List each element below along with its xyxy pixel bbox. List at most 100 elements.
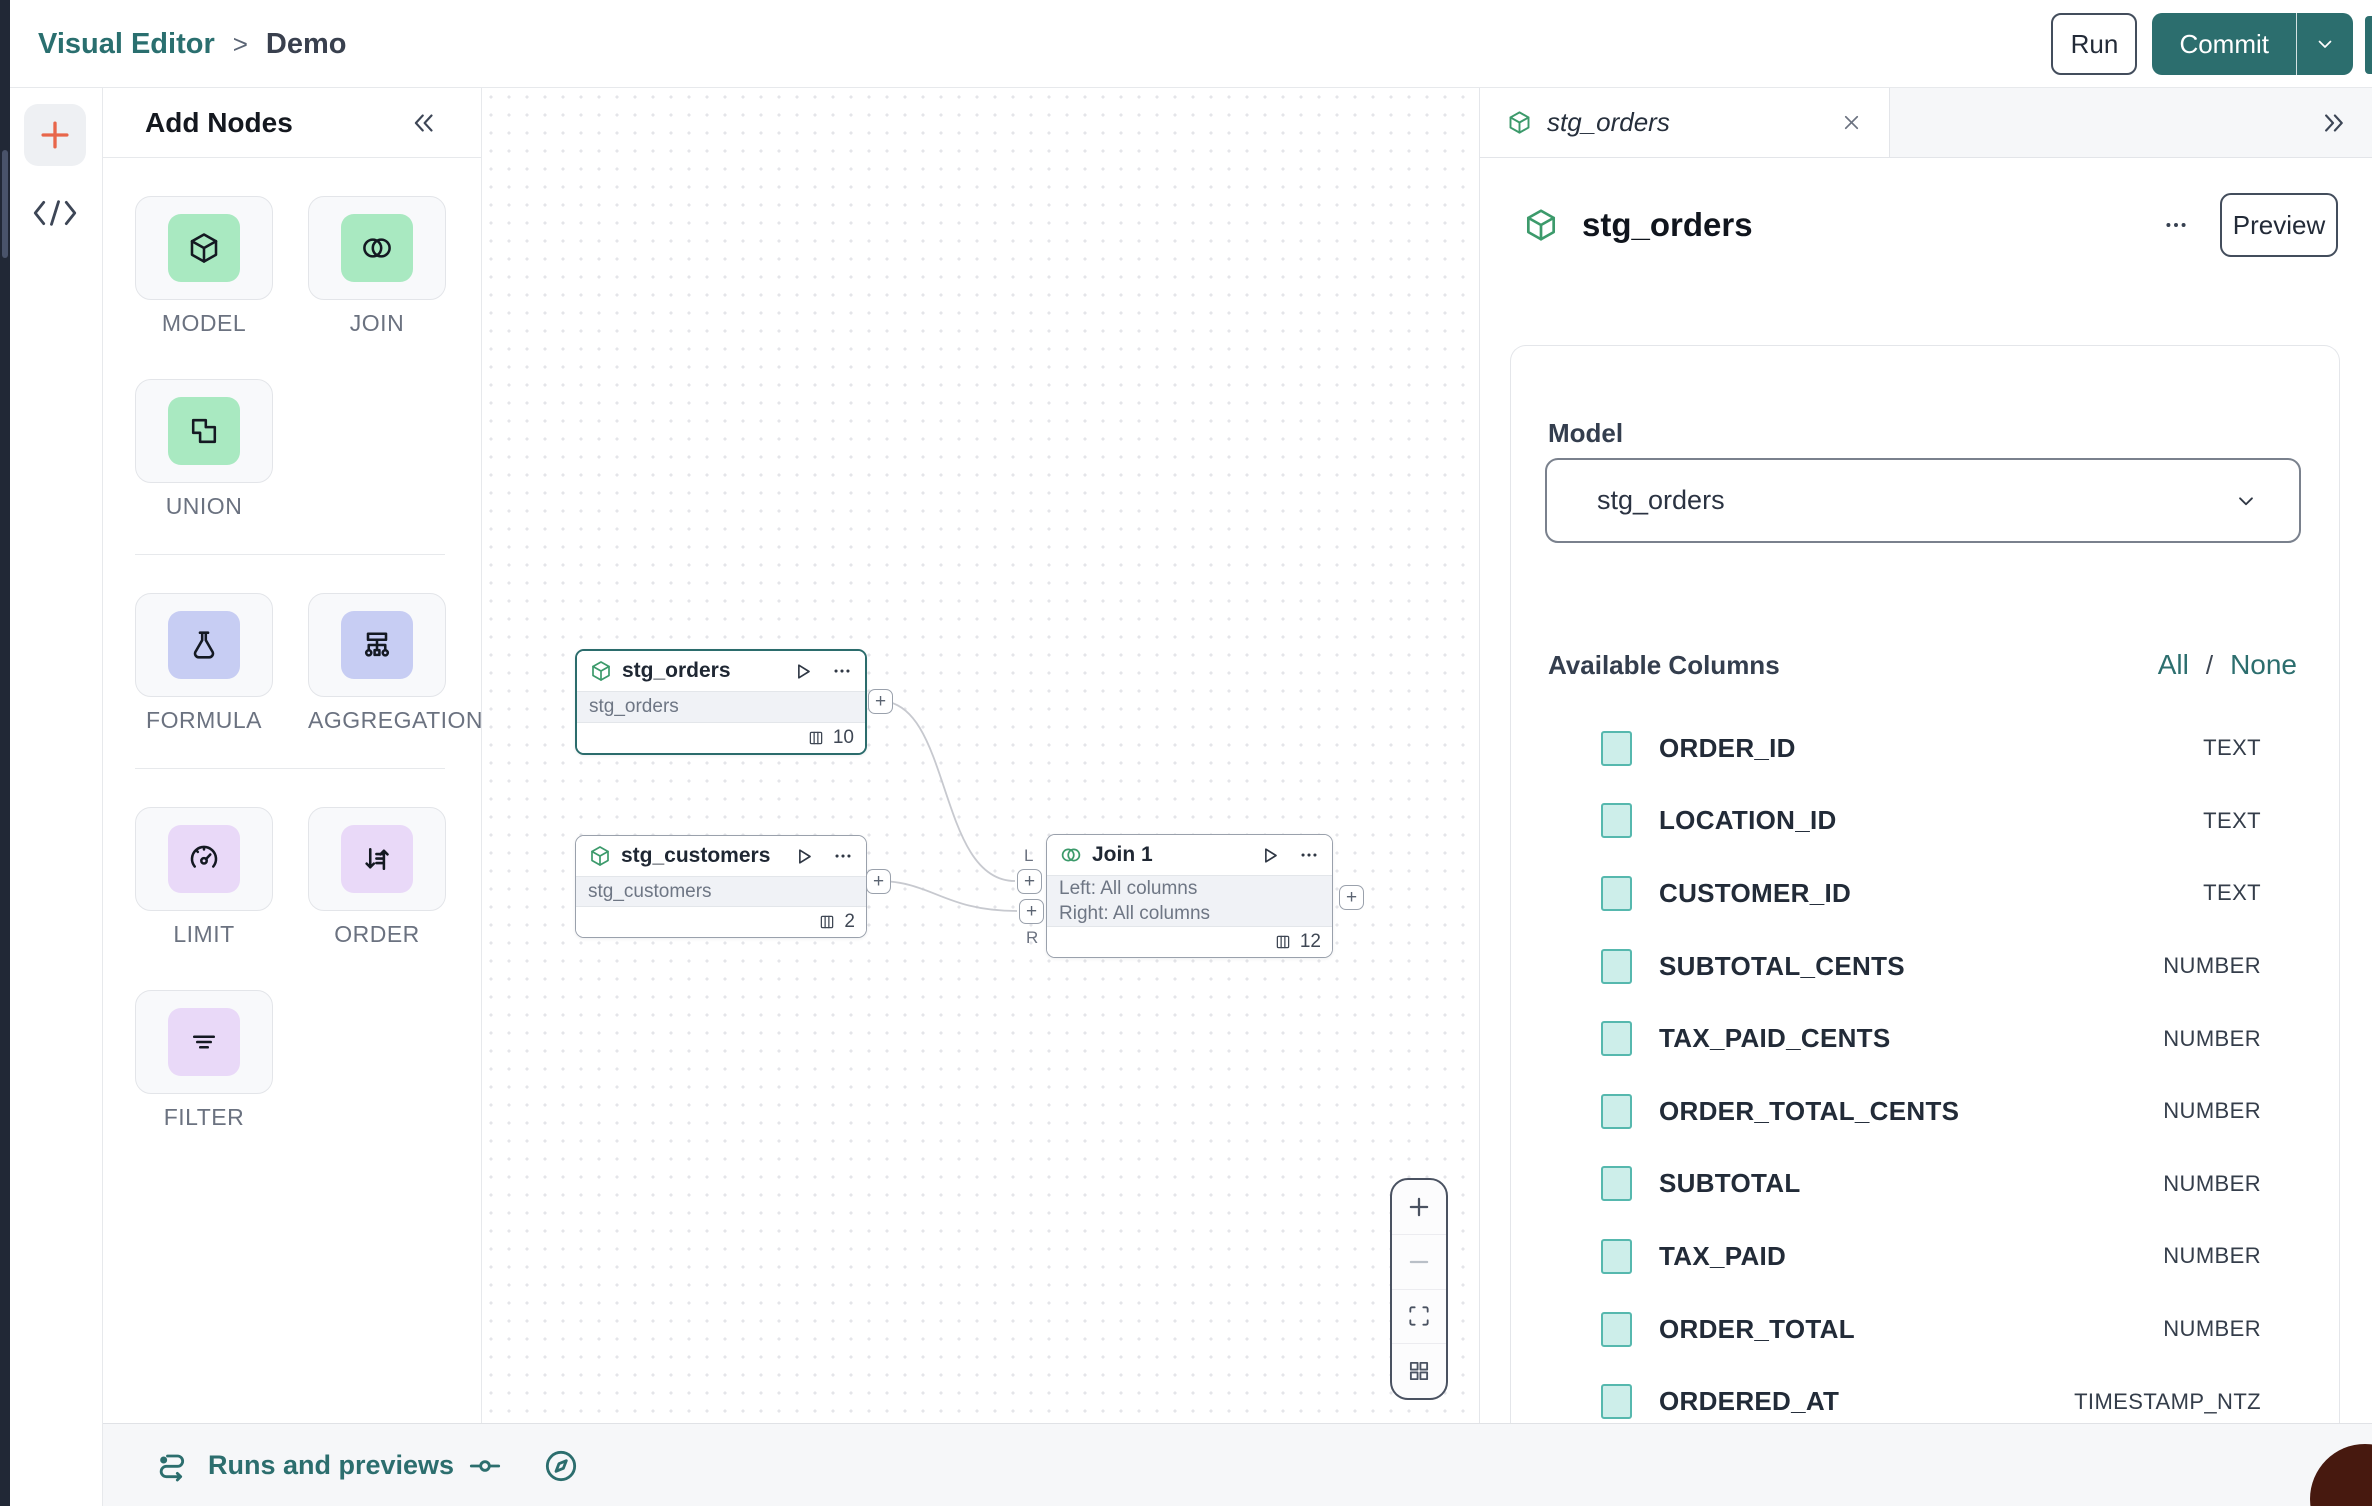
output-handle-join-1[interactable]: + — [1339, 885, 1364, 910]
code-icon — [31, 198, 79, 228]
column-name: ORDER_ID — [1659, 732, 1796, 763]
column-checkbox[interactable] — [1601, 1021, 1632, 1057]
join-right-input-handle[interactable]: + — [1019, 899, 1044, 924]
column-name: TAX_PAID — [1659, 1240, 1787, 1271]
code-view-button[interactable] — [31, 198, 79, 228]
column-row: ORDER_TOTAL NUMBER — [1511, 1293, 2339, 1366]
node-footer: 10 — [577, 723, 865, 753]
more-options-icon[interactable] — [831, 660, 853, 682]
plus-icon — [36, 116, 74, 154]
layout-grid-button[interactable] — [1392, 1344, 1446, 1398]
node-card-order[interactable] — [308, 807, 446, 911]
node-config-card: Model stg_orders Available Columns All /… — [1510, 345, 2340, 1423]
column-checkbox[interactable] — [1601, 803, 1632, 839]
breadcrumb-current: Demo — [265, 27, 347, 60]
canvas-node-join-1[interactable]: Join 1 Left: All columns Right: All colu… — [1046, 834, 1333, 958]
chevrons-left-icon[interactable] — [409, 108, 439, 138]
palette-group: FORMULA AGGREGATION — [135, 593, 483, 734]
breadcrumb: Visual Editor > Demo — [38, 0, 347, 88]
column-checkbox[interactable] — [1601, 875, 1632, 911]
more-options-icon[interactable] — [2162, 211, 2190, 239]
select-none-link[interactable]: None — [2230, 649, 2297, 680]
preview-button[interactable]: Preview — [2220, 193, 2338, 257]
node-card-icon-tile — [168, 214, 240, 282]
palette-group: LIMIT ORDER FILTER — [135, 807, 481, 1131]
zoom-in-button[interactable] — [1392, 1180, 1446, 1235]
add-nodes-header: Add Nodes — [103, 88, 481, 158]
column-checkbox[interactable] — [1601, 1166, 1632, 1202]
runs-route-icon — [152, 1446, 192, 1486]
add-node-tool-button[interactable] — [24, 104, 86, 166]
runs-and-previews-label: Runs and previews — [208, 1450, 455, 1480]
flow-canvas[interactable]: stg_orders stg_orders 10 + stg_customers… — [482, 88, 1480, 1423]
node-title: stg_customers — [621, 844, 771, 867]
column-checkbox[interactable] — [1601, 1384, 1632, 1420]
column-type: NUMBER — [2163, 1025, 2261, 1051]
more-options-icon[interactable] — [1298, 844, 1320, 866]
sort-icon — [359, 841, 395, 877]
column-checkbox[interactable] — [1601, 1311, 1632, 1347]
node-title: Join 1 — [1092, 843, 1153, 866]
edges-layer — [877, 700, 1018, 912]
node-card-formula[interactable] — [135, 593, 273, 697]
node-card-model[interactable] — [135, 196, 273, 300]
column-row: ORDER_TOTAL_CENTS NUMBER — [1511, 1075, 2339, 1148]
more-options-icon[interactable] — [832, 845, 854, 867]
tab-title: stg_orders — [1547, 107, 1670, 137]
chevrons-right-icon[interactable] — [2318, 108, 2348, 138]
node-card-limit[interactable] — [135, 807, 273, 911]
palette-item: LIMIT — [135, 807, 273, 948]
column-row: ORDER_ID TEXT — [1511, 712, 2339, 785]
model-select[interactable]: stg_orders — [1545, 458, 2301, 543]
compass-icon[interactable] — [541, 1446, 581, 1486]
node-card-union[interactable] — [135, 379, 273, 483]
palette-groups: MODEL JOIN UNION FORMULA AGGREGATION — [103, 158, 483, 1131]
join-right-config: Right: All columns — [1059, 902, 1211, 924]
column-checkbox[interactable] — [1601, 1238, 1632, 1274]
cube-icon — [589, 659, 613, 683]
edge-scroll-thumb[interactable] — [2, 150, 8, 258]
palette-divider — [135, 768, 445, 769]
join-right-handle-label: R — [1026, 928, 1039, 947]
breadcrumb-root-link[interactable]: Visual Editor — [38, 27, 215, 60]
node-header: stg_orders — [577, 651, 865, 691]
play-icon[interactable] — [791, 660, 814, 683]
canvas-node-stg-orders[interactable]: stg_orders stg_orders 10 — [575, 649, 867, 755]
play-icon[interactable] — [1258, 844, 1281, 867]
node-card-join[interactable] — [308, 196, 446, 300]
column-name: ORDERED_AT — [1659, 1386, 1840, 1417]
chat-widget-corner[interactable] — [2310, 1444, 2372, 1506]
select-all-link[interactable]: All — [2157, 649, 2189, 680]
palette-item: MODEL — [135, 196, 273, 337]
run-button[interactable]: Run — [2051, 13, 2138, 75]
columns-icon — [1273, 933, 1293, 951]
commit-button[interactable]: Commit — [2179, 28, 2269, 59]
cube-icon — [588, 844, 612, 868]
output-handle-stg-orders[interactable]: + — [868, 689, 893, 714]
inspector-panel: stg_orders stg_orders Preview Model stg_… — [1480, 88, 2372, 1423]
column-checkbox[interactable] — [1601, 1093, 1632, 1129]
node-card-filter[interactable] — [135, 990, 273, 1094]
close-icon[interactable] — [1840, 111, 1863, 134]
zoom-out-button[interactable] — [1392, 1235, 1446, 1290]
runs-and-previews-button[interactable]: Runs and previews — [152, 1424, 454, 1506]
tab-stg-orders[interactable]: stg_orders — [1480, 88, 1890, 157]
palette-item: UNION — [135, 379, 273, 520]
node-card-aggregation[interactable] — [308, 593, 446, 697]
palette-item: JOIN — [308, 196, 446, 337]
canvas-node-stg-customers[interactable]: stg_customers stg_customers 2 — [575, 835, 867, 938]
commit-dropdown-button[interactable] — [2297, 13, 2353, 75]
node-footer: 12 — [1047, 927, 1332, 957]
slider-icon[interactable] — [465, 1446, 505, 1486]
play-icon[interactable] — [792, 845, 815, 868]
edge-stg-orders-to-join — [879, 700, 1016, 882]
status-bar: Runs and previews — [103, 1423, 2372, 1506]
column-checkbox[interactable] — [1601, 730, 1632, 766]
join-left-input-handle[interactable]: + — [1017, 869, 1042, 894]
column-checkbox[interactable] — [1601, 948, 1632, 984]
column-name: LOCATION_ID — [1659, 805, 1837, 836]
output-handle-stg-customers[interactable]: + — [866, 869, 891, 894]
fit-view-button[interactable] — [1392, 1290, 1446, 1345]
add-nodes-panel: Add Nodes MODEL JOIN UNION FORMU — [103, 88, 483, 1423]
available-columns-label: Available Columns — [1548, 649, 1780, 680]
